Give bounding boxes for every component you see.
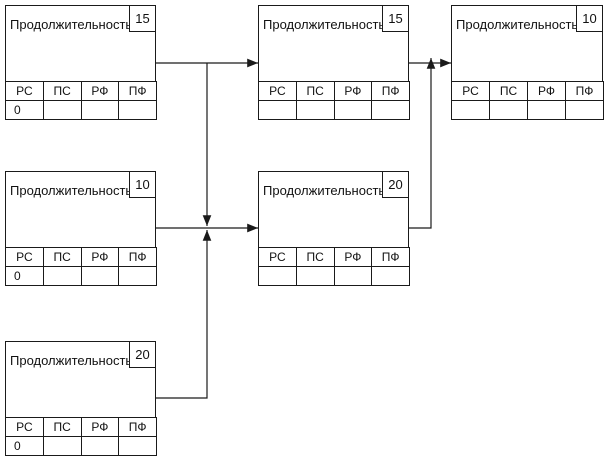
node-table: РС ПС РФ ПФ	[451, 81, 604, 120]
node-table: РС ПС РФ ПФ 0	[5, 247, 157, 286]
value-rf	[80, 100, 120, 120]
value-rf	[80, 436, 120, 456]
node-title: Продолжительность	[263, 183, 386, 198]
value-ps	[42, 266, 82, 286]
value-pf	[565, 100, 604, 120]
col-header-rf: РФ	[333, 81, 373, 101]
col-header-pf: ПФ	[565, 81, 604, 101]
col-header-rs: РС	[5, 81, 44, 101]
col-header-rs: РС	[5, 247, 44, 267]
node-title: Продолжительность	[456, 17, 579, 32]
value-pf	[371, 266, 410, 286]
value-rs	[451, 100, 490, 120]
node-table: РС ПС РФ ПФ 0	[5, 81, 157, 120]
col-header-rf: РФ	[333, 247, 373, 267]
col-header-pf: ПФ	[371, 247, 410, 267]
value-pf	[118, 266, 157, 286]
col-header-rf: РФ	[80, 81, 120, 101]
duration-box: 10	[129, 171, 156, 198]
col-header-ps: ПС	[42, 81, 82, 101]
duration-box: 20	[382, 171, 409, 198]
value-pf	[118, 100, 157, 120]
col-header-rs: РС	[451, 81, 490, 101]
col-header-pf: ПФ	[118, 81, 157, 101]
value-rs: 0	[5, 100, 44, 120]
duration-box: 15	[129, 5, 156, 32]
activity-node-e[interactable]: Продолжительность 20 РС ПС РФ ПФ	[258, 171, 410, 286]
value-rf	[527, 100, 566, 120]
duration-box: 20	[129, 341, 156, 368]
value-ps	[489, 100, 528, 120]
value-pf	[371, 100, 410, 120]
value-rs: 0	[5, 266, 44, 286]
node-title: Продолжительность	[10, 17, 133, 32]
value-rf	[333, 100, 373, 120]
activity-node-f[interactable]: Продолжительность 10 РС ПС РФ ПФ	[451, 5, 604, 120]
activity-node-c[interactable]: Продолжительность 20 РС ПС РФ ПФ 0	[5, 341, 157, 456]
activity-node-b[interactable]: Продолжительность 10 РС ПС РФ ПФ 0	[5, 171, 157, 286]
duration-box: 10	[576, 5, 603, 32]
value-ps	[42, 436, 82, 456]
col-header-rs: РС	[5, 417, 44, 437]
node-title: Продолжительность	[10, 353, 133, 368]
node-table: РС ПС РФ ПФ 0	[5, 417, 157, 456]
value-pf	[118, 436, 157, 456]
node-table: РС ПС РФ ПФ	[258, 247, 410, 286]
value-rf	[80, 266, 120, 286]
col-header-pf: ПФ	[118, 417, 157, 437]
value-ps	[42, 100, 82, 120]
col-header-ps: ПС	[295, 81, 335, 101]
col-header-pf: ПФ	[118, 247, 157, 267]
col-header-rf: РФ	[527, 81, 566, 101]
value-ps	[295, 100, 335, 120]
col-header-ps: ПС	[295, 247, 335, 267]
value-rf	[333, 266, 373, 286]
col-header-rf: РФ	[80, 247, 120, 267]
col-header-rf: РФ	[80, 417, 120, 437]
col-header-ps: ПС	[42, 247, 82, 267]
col-header-ps: ПС	[489, 81, 528, 101]
value-ps	[295, 266, 335, 286]
activity-node-a[interactable]: Продолжительность 15 РС ПС РФ ПФ 0	[5, 5, 157, 120]
duration-box: 15	[382, 5, 409, 32]
link-e-to-f	[409, 58, 436, 229]
col-header-rs: РС	[258, 81, 297, 101]
col-header-rs: РС	[258, 247, 297, 267]
col-header-ps: ПС	[42, 417, 82, 437]
value-rs	[258, 100, 297, 120]
node-table: РС ПС РФ ПФ	[258, 81, 410, 120]
node-title: Продолжительность	[263, 17, 386, 32]
value-rs	[258, 266, 297, 286]
value-rs: 0	[5, 436, 44, 456]
link-c-to-bus	[156, 230, 212, 399]
node-title: Продолжительность	[10, 183, 133, 198]
activity-node-d[interactable]: Продолжительность 15 РС ПС РФ ПФ	[258, 5, 410, 120]
col-header-pf: ПФ	[371, 81, 410, 101]
